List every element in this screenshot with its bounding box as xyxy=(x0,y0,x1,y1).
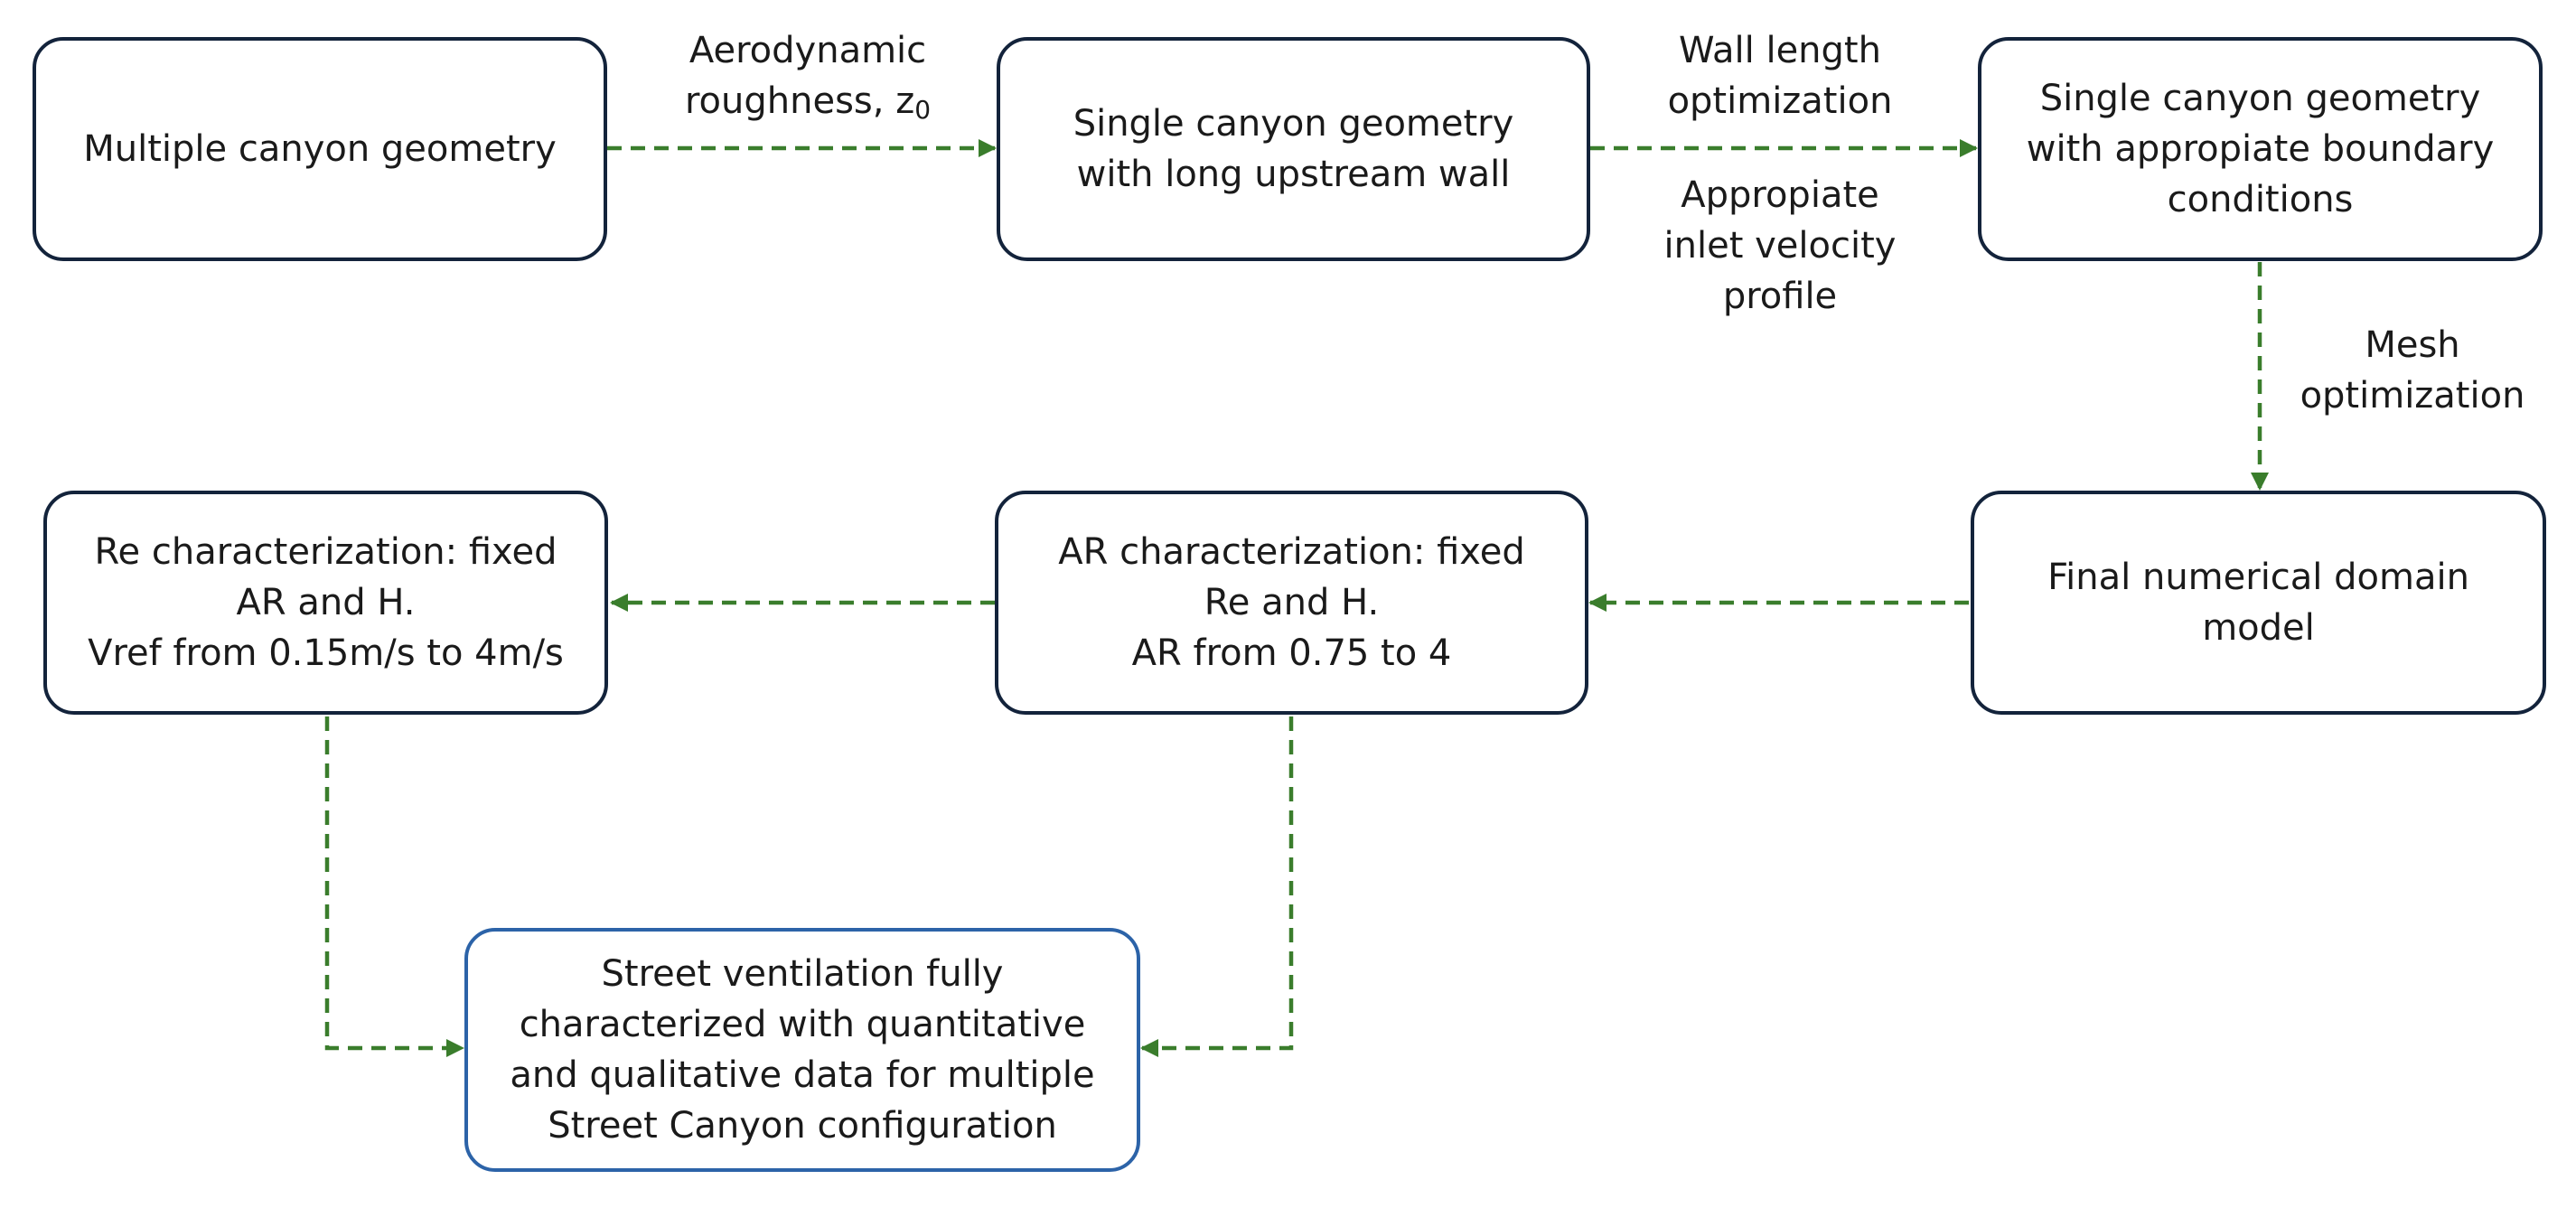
arrow-re-characterization-to-street-ventilation xyxy=(324,716,465,1058)
node-text: Single canyon geometry xyxy=(1073,103,1514,145)
re-characterization-node: Re characterization: fixed AR and H. Vre… xyxy=(43,491,608,715)
node-text: AR characterization: fixed xyxy=(1058,531,1525,573)
node-text: Single canyon geometry xyxy=(2039,78,2481,119)
label-text: Mesh xyxy=(2365,324,2460,366)
node-text: Vref from 0.15m/s to 4m/s xyxy=(88,632,564,674)
node-text: AR from 0.75 to 4 xyxy=(1131,632,1452,674)
node-text: Final numerical domain xyxy=(2047,557,2469,598)
label-text-prefix: roughness, z xyxy=(684,80,915,122)
wall-length-optimization-label: Wall length optimization xyxy=(1640,25,1920,126)
node-text: Re and H. xyxy=(1204,582,1380,623)
node-text: and qualitative data for multiple xyxy=(510,1054,1095,1096)
arrow-ar-characterization-to-street-ventilation xyxy=(1139,716,1294,1058)
multiple-canyon-geometry-node: Multiple canyon geometry xyxy=(33,37,607,261)
label-text: Appropiate xyxy=(1681,174,1879,216)
single-canyon-boundary-conditions-node: Single canyon geometry with appropiate b… xyxy=(1978,37,2543,261)
z0-subscript: 0 xyxy=(914,95,932,125)
node-text: model xyxy=(2202,607,2315,649)
mesh-optimization-label: Mesh optimization xyxy=(2277,320,2548,421)
inlet-velocity-profile-label: Appropiate inlet velocity profile xyxy=(1640,170,1920,322)
final-numerical-domain-node: Final numerical domain model xyxy=(1971,491,2546,715)
node-text: Street ventilation fully xyxy=(601,953,1004,995)
ar-characterization-node: AR characterization: fixed Re and H. AR … xyxy=(995,491,1588,715)
label-text: Aerodynamic xyxy=(688,30,927,71)
node-text: conditions xyxy=(2167,179,2354,220)
label-text: roughness, z0 xyxy=(685,76,931,126)
label-text: optimization xyxy=(1667,80,1893,122)
aerodynamic-roughness-label: Aerodynamic roughness, z0 xyxy=(654,25,961,126)
single-canyon-long-wall-node: Single canyon geometry with long upstrea… xyxy=(997,37,1590,261)
node-text: AR and H. xyxy=(236,582,416,623)
node-text: Street Canyon configuration xyxy=(548,1105,1057,1147)
node-text: characterized with quantitative xyxy=(519,1004,1086,1045)
street-ventilation-result-node: Street ventilation fully characterized w… xyxy=(464,928,1140,1172)
label-text: inlet velocity xyxy=(1663,225,1897,267)
node-text: Re characterization: fixed xyxy=(94,531,557,573)
label-text: profile xyxy=(1722,276,1838,317)
node-text: Multiple canyon geometry xyxy=(83,128,557,170)
label-text: Wall length xyxy=(1679,30,1881,71)
node-text: with long upstream wall xyxy=(1076,154,1511,195)
label-text: optimization xyxy=(2300,375,2525,417)
node-text: with appropiate boundary xyxy=(2026,128,2495,170)
